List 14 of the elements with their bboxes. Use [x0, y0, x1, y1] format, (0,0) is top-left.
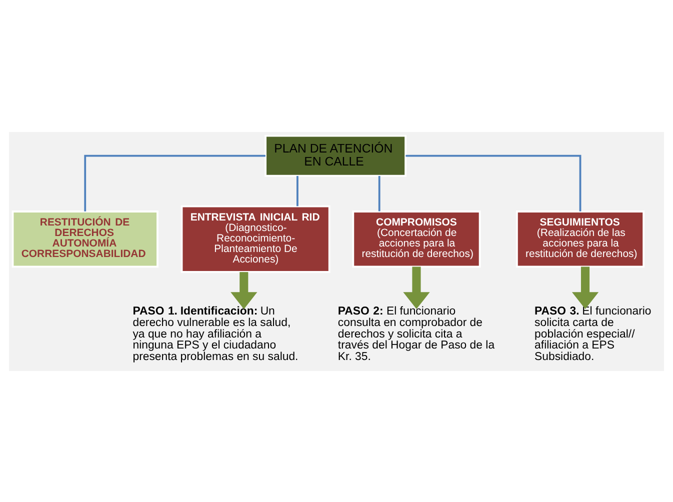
- connector: [378, 175, 380, 211]
- arrow: [403, 266, 430, 309]
- node-box: RESTITUCIÓN DE DERECHOS AUTONOMÍA CORRESPONSABILIDAD: [12, 210, 158, 268]
- node-box: COMPROMISOS (Concertación de acciones para la restitución de derechos): [352, 210, 481, 268]
- node-text: PASO 1. Identificación: Un derecho vulnerable es la salud, ya que no hay afiliación a ninguna EPS y el ciudadano presenta problemas en su salud.: [132, 304, 298, 363]
- arrow: [572, 266, 599, 309]
- connector: [296, 175, 298, 206]
- node-box: ENTREVISTA INICIAL RID (Diagnostico- Reconocimiento- Planteamiento De Acciones): [180, 204, 330, 272]
- arrow: [230, 272, 258, 309]
- node-box: PLAN DE ATENCIÓN EN CALLE: [264, 134, 406, 176]
- connector: [84, 154, 266, 211]
- node-box: SEGUIMIENTOS (Realización de las acciones para la restitución de derechos): [516, 210, 645, 268]
- node-text: PASO 2: El funcionario consulta en comprobador de derechos y solicita cita a través del Hogar de Paso de la Kr. 35.: [338, 304, 495, 363]
- connector: [406, 154, 582, 211]
